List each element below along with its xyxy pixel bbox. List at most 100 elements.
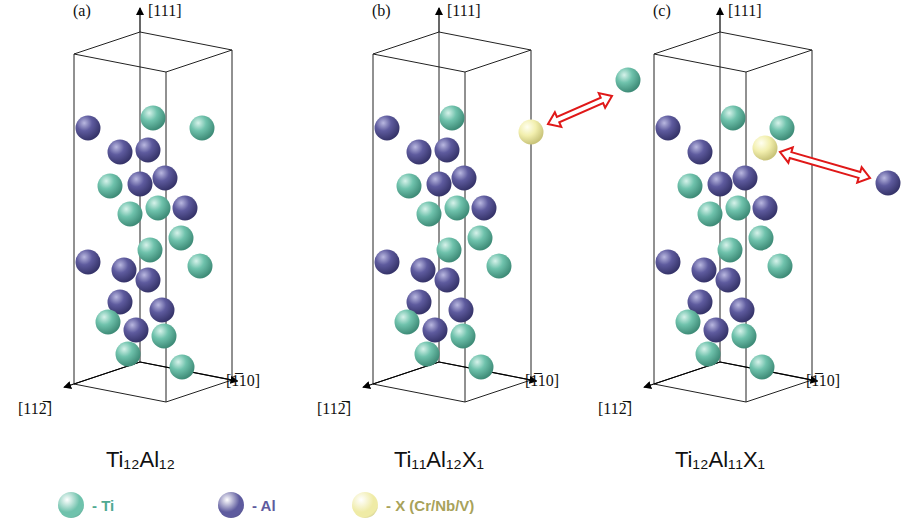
- legend-swatch: [218, 492, 244, 518]
- atom-sphere: [451, 324, 476, 349]
- atom-sphere: [440, 106, 465, 131]
- atom-sphere: [519, 120, 544, 145]
- atom-sphere: [116, 342, 141, 367]
- atom-group: [375, 106, 544, 380]
- cell-edge: [654, 54, 746, 72]
- legend-swatch: [352, 492, 378, 518]
- atom-sphere: [718, 238, 743, 263]
- atom-sphere: [98, 174, 123, 199]
- legend-text: - X (Cr/Nb/V): [386, 497, 474, 514]
- atom-group: [656, 106, 795, 380]
- axis-label: [112̅]: [598, 400, 632, 418]
- atom-sphere: [411, 258, 436, 283]
- atom-sphere: [733, 166, 758, 191]
- cell-edge: [166, 72, 167, 402]
- cell-edge: [166, 50, 232, 72]
- atom-sphere: [118, 202, 143, 227]
- atom-sphere: [437, 238, 462, 263]
- atom-sphere: [876, 171, 901, 196]
- cell-edge: [373, 54, 465, 72]
- atom-sphere: [678, 174, 703, 199]
- cell-edge: [465, 72, 466, 402]
- atom-sphere: [716, 268, 741, 293]
- axis-label: [112̅]: [18, 400, 52, 418]
- axis-label: [112̅]: [317, 400, 351, 418]
- cell-edge: [140, 32, 232, 50]
- atom-sphere: [469, 355, 494, 380]
- atom-sphere: [150, 298, 175, 323]
- axis-label: [1̅10]: [226, 372, 260, 390]
- cell-edge: [812, 50, 813, 380]
- cell-edge: [720, 32, 812, 50]
- atom-sphere: [112, 258, 137, 283]
- formula-caption: Ti₁₂Al₁₂: [106, 448, 175, 472]
- atom-sphere: [136, 138, 161, 163]
- atom-sphere: [730, 298, 755, 323]
- atom-sphere: [153, 166, 178, 191]
- cell-edge: [74, 54, 75, 384]
- panel-label: (c): [653, 2, 671, 20]
- axis-label: [111]: [728, 2, 761, 20]
- atom-sphere: [169, 226, 194, 251]
- atom-sphere: [146, 196, 171, 221]
- cell-edge: [746, 380, 812, 402]
- legend-swatch: [58, 492, 84, 518]
- axis-label: [1̅10]: [806, 372, 840, 390]
- atom-sphere: [449, 298, 474, 323]
- cell-edge: [746, 72, 747, 402]
- atom-sphere: [750, 355, 775, 380]
- panel-label: (a): [73, 2, 91, 20]
- atom-sphere: [770, 116, 795, 141]
- atom-sphere: [136, 268, 161, 293]
- cell-edge: [746, 50, 812, 72]
- atom-sphere: [688, 140, 713, 165]
- cell-edge: [373, 384, 465, 402]
- atom-sphere: [190, 116, 215, 141]
- cell-edge: [74, 54, 166, 72]
- atom-sphere: [753, 196, 778, 221]
- swap-arrow: [545, 89, 615, 132]
- atom-sphere: [708, 172, 733, 197]
- legend-text: - Al: [252, 497, 276, 514]
- cell-edge: [74, 32, 140, 54]
- atom-sphere: [152, 324, 177, 349]
- atom-sphere: [128, 172, 153, 197]
- atom-sphere: [138, 238, 163, 263]
- atom-sphere: [124, 318, 149, 343]
- cell-edge: [166, 380, 232, 402]
- unit-cell-box: [644, 8, 817, 402]
- atom-sphere: [696, 342, 721, 367]
- atom-sphere: [415, 342, 440, 367]
- atom-sphere: [96, 310, 121, 335]
- atom-sphere: [692, 258, 717, 283]
- swap-arrow: [778, 144, 872, 185]
- legend-text: - Ti: [92, 497, 114, 514]
- atom-sphere: [108, 140, 133, 165]
- cell-edge: [720, 32, 721, 362]
- atom-sphere: [427, 172, 452, 197]
- cell-edge: [74, 384, 166, 402]
- cell-edge: [373, 32, 439, 54]
- atom-sphere: [423, 318, 448, 343]
- atom-sphere: [768, 254, 793, 279]
- cell-edge: [654, 54, 655, 384]
- atom-sphere: [656, 250, 681, 275]
- atom-sphere: [141, 106, 166, 131]
- atom-sphere: [375, 250, 400, 275]
- atom-sphere: [721, 106, 746, 131]
- axis-arrow: [438, 8, 439, 32]
- atom-sphere: [435, 138, 460, 163]
- axis-label: [111]: [447, 2, 480, 20]
- cell-edge: [465, 380, 531, 402]
- atom-sphere: [375, 116, 400, 141]
- atom-sphere: [173, 196, 198, 221]
- atom-sphere: [726, 196, 751, 221]
- atom-sphere: [76, 250, 101, 275]
- cell-edge: [373, 54, 374, 384]
- cell-edge: [654, 32, 720, 54]
- cell-edge: [465, 50, 531, 72]
- atom-group: [76, 106, 215, 380]
- cell-edge: [654, 384, 746, 402]
- atom-sphere: [704, 318, 729, 343]
- panel-label: (b): [372, 2, 391, 20]
